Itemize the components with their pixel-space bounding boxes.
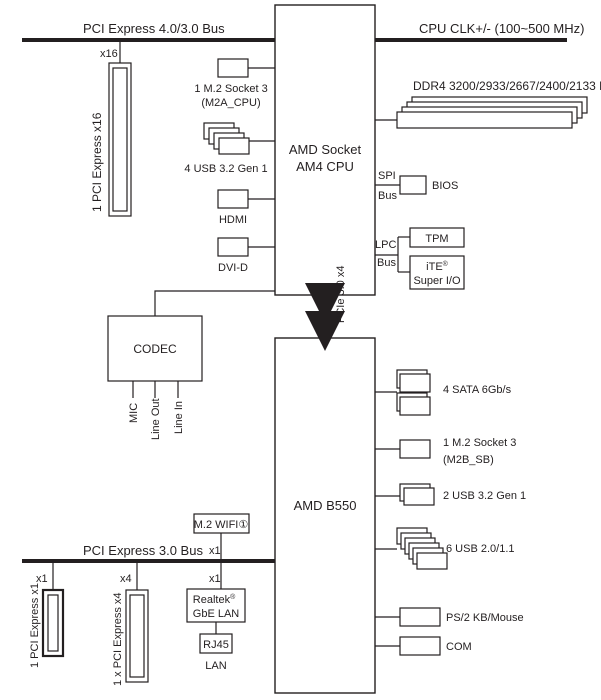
pcie3-bus-label: PCI Express 3.0 Bus <box>83 543 203 558</box>
tpm-header <box>409 227 465 248</box>
lan-lane: x1 <box>209 573 221 585</box>
usb32-sb-port-2 <box>403 487 435 506</box>
slot-x16-lane: x16 <box>100 48 118 60</box>
usb32-sb-label: 2 USB 3.2 Gen 1 <box>443 490 526 502</box>
ps2-label: PS/2 KB/Mouse <box>446 612 524 624</box>
m2-sb-label-line2: (M2B_SB) <box>443 454 494 466</box>
jack-line-in-label: Line In <box>173 401 185 434</box>
m2-cpu-socket <box>217 58 249 78</box>
chipset-block <box>274 337 376 694</box>
hdmi-label: HDMI <box>219 214 247 226</box>
slot-x1-label: 1 PCI Express x1 <box>29 583 41 668</box>
cpu-link-label: PCIe 3.0 x4 <box>335 266 347 323</box>
pcie-x1-slot-inner <box>47 594 59 652</box>
pcie-x1-slot <box>41 588 65 658</box>
sata-port-4 <box>399 396 431 416</box>
pcie-x4-slot <box>125 589 149 683</box>
lan-caption: LAN <box>205 660 226 672</box>
wifi-lane: x1 <box>209 545 221 557</box>
realtek-registered-mark: ® <box>230 593 236 601</box>
realtek-name: Realtek <box>193 594 231 606</box>
slot-x4-label: 1 x PCI Express x4 <box>112 592 124 686</box>
memory-label: DDR4 3200/2933/2667/2400/2133 MT/s <box>413 79 601 93</box>
usb20-label: 6 USB 2.0/1.1 <box>446 543 515 555</box>
ite-registered-mark: ® <box>443 260 449 268</box>
wifi-label: M.2 WIFI① <box>194 519 249 531</box>
usb32-cpu-label: 4 USB 3.2 Gen 1 <box>184 163 267 175</box>
dvi-label: DVI-D <box>218 262 248 274</box>
pcie-x16-slot-inner <box>112 67 128 212</box>
lan-label-line2: GbE LAN <box>193 608 240 620</box>
wifi-note-mark: ① <box>238 519 248 531</box>
ddr4-dimm-4 <box>396 111 573 129</box>
m2-sb-label-line1: 1 M.2 Socket 3 <box>443 437 516 449</box>
lan-label-line1: Realtek® <box>193 593 236 606</box>
ps2-port <box>399 607 441 627</box>
wifi-name: M.2 WIFI <box>194 519 239 531</box>
ite-name: iTE <box>426 261 443 273</box>
slot-x1-lane: x1 <box>36 573 48 585</box>
bios-chip <box>399 175 427 195</box>
tpm-label: TPM <box>425 233 448 245</box>
cpu-clk-label: CPU CLK+/- (100~500 MHz) <box>419 21 584 36</box>
jack-mic-label: MIC <box>128 403 140 423</box>
super-io-label: Super I/O <box>413 275 461 287</box>
lpc-label-line2: Bus <box>377 257 396 269</box>
chipset-label: AMD B550 <box>294 498 357 513</box>
rj45-port <box>199 633 233 654</box>
ite-label: iTE® <box>426 260 449 273</box>
cpu-label-line1: AMD Socket <box>289 142 362 157</box>
cpu-label-line2: AM4 CPU <box>296 159 354 174</box>
rj45-label: RJ45 <box>203 639 229 651</box>
pcie-x16-slot <box>108 62 132 217</box>
sata-label: 4 SATA 6Gb/s <box>443 384 512 396</box>
jack-line-out-label: Line Out <box>150 398 162 440</box>
hdmi-port <box>217 189 249 209</box>
usb32-cpu-port-4 <box>218 137 250 155</box>
m2-sb-socket <box>399 439 431 459</box>
slot-x16-label: 1 PCI Express x16 <box>90 112 104 212</box>
codec-label: CODEC <box>133 342 177 356</box>
pcie4-bus-label: PCI Express 4.0/3.0 Bus <box>83 21 225 36</box>
slot-x4-lane: x4 <box>120 573 132 585</box>
com-port <box>399 636 441 656</box>
com-label: COM <box>446 641 472 653</box>
pcie-x4-slot-inner <box>129 594 145 678</box>
sata-port-2 <box>399 373 431 393</box>
bios-label: BIOS <box>432 180 458 192</box>
m2-cpu-label-line2: (M2A_CPU) <box>201 97 260 109</box>
super-io-chip <box>409 255 465 290</box>
spi-label-line1: SPI <box>378 170 396 182</box>
lpc-label-line1: LPC <box>375 239 396 251</box>
usb20-port-6 <box>416 552 448 570</box>
spi-label-line2: Bus <box>378 190 397 202</box>
m2-cpu-label-line1: 1 M.2 Socket 3 <box>194 83 267 95</box>
dvi-port <box>217 237 249 257</box>
